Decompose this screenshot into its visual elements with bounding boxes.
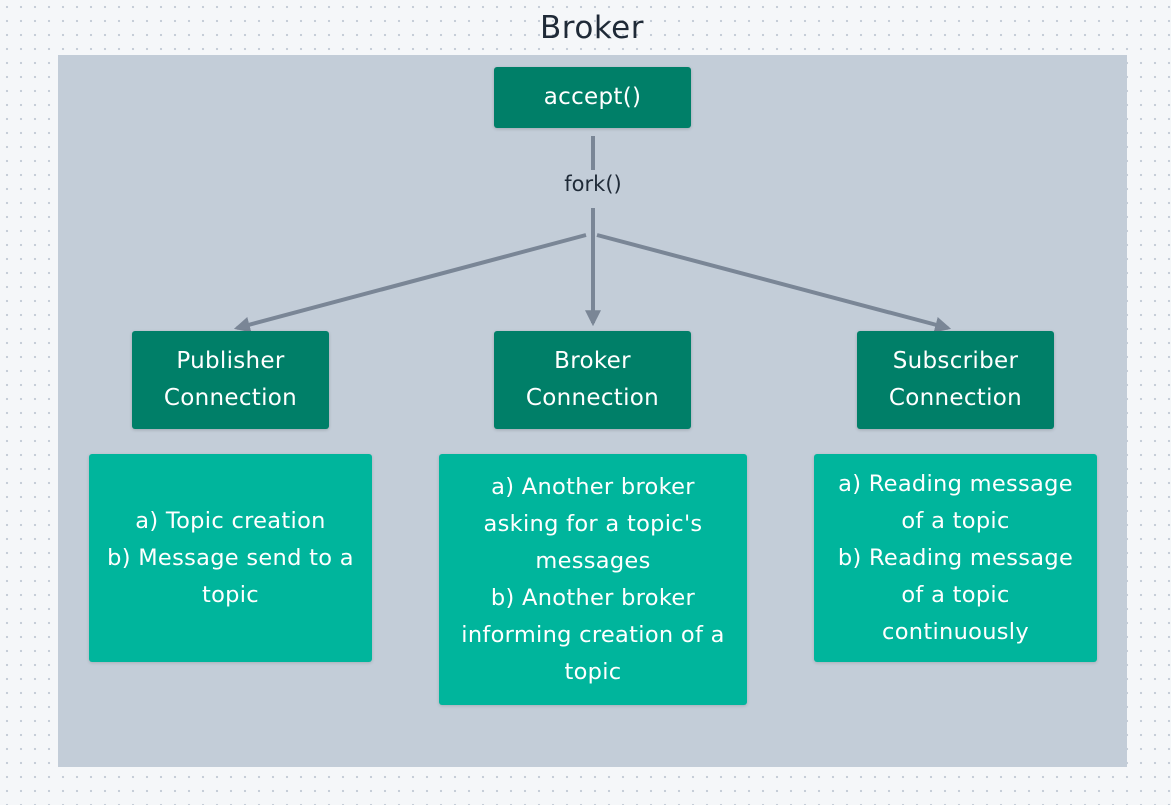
fork-to-publisher-arrow bbox=[233, 233, 587, 333]
publisher-connection-node[interactable]: Publisher Connection bbox=[132, 331, 329, 429]
broker-connection-label: Broker Connection bbox=[525, 348, 660, 411]
accept-node[interactable]: accept() bbox=[494, 67, 691, 128]
accept-node-label: accept() bbox=[543, 84, 642, 110]
publisher-description-node[interactable]: a) Topic creation b) Message send to a t… bbox=[89, 454, 372, 662]
subscriber-connection-node[interactable]: Subscriber Connection bbox=[857, 331, 1054, 429]
subscriber-connection-label: Subscriber Connection bbox=[888, 348, 1023, 411]
subscriber-description-text: a) Reading message of a topic b) Reading… bbox=[837, 470, 1074, 645]
broker-description-text: a) Another broker asking for a topic's m… bbox=[461, 473, 725, 685]
publisher-connection-label: Publisher Connection bbox=[163, 348, 298, 411]
fork-to-subscriber-arrow bbox=[596, 233, 952, 333]
diagram-title: Broker bbox=[540, 10, 644, 46]
subscriber-description-node[interactable]: a) Reading message of a topic b) Reading… bbox=[814, 454, 1097, 662]
broker-connection-node[interactable]: Broker Connection bbox=[494, 331, 691, 429]
publisher-description-text: a) Topic creation b) Message send to a t… bbox=[107, 507, 354, 608]
broker-description-node[interactable]: a) Another broker asking for a topic's m… bbox=[439, 454, 747, 705]
fork-label: fork() bbox=[533, 172, 653, 196]
